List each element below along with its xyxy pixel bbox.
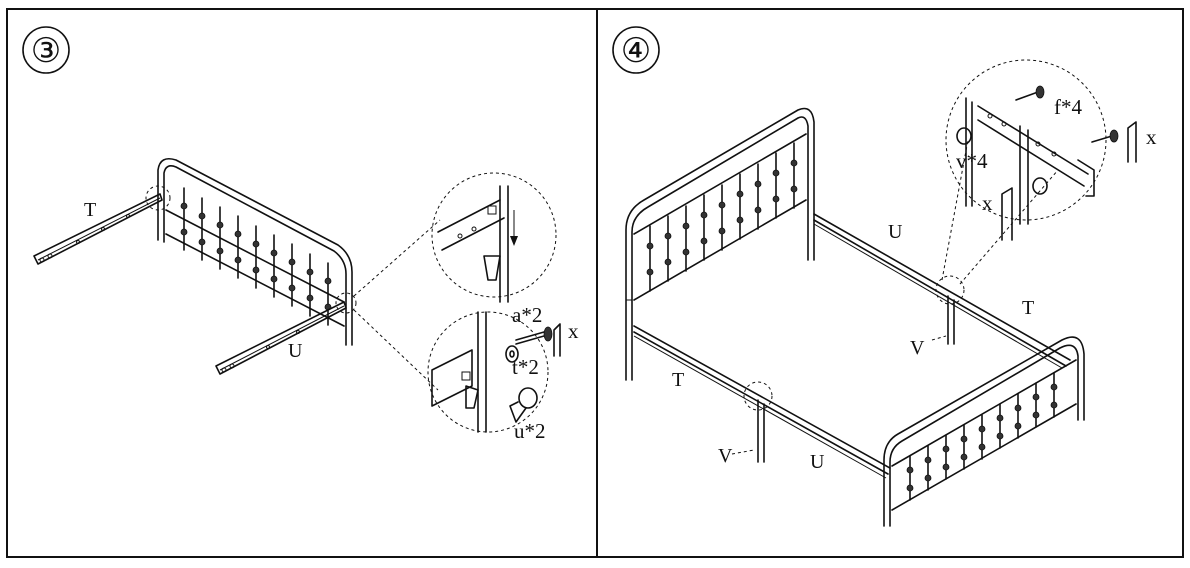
footboard <box>883 336 1085 527</box>
part-label-t: t*2 <box>512 355 539 379</box>
step-4-number-circle <box>612 26 660 74</box>
leg-v-left-label: V <box>718 445 733 467</box>
part-label-x: x <box>568 319 579 343</box>
step-3-number: ③ <box>31 31 61 71</box>
leg-cap-icon <box>956 127 1048 195</box>
rail-t-right-label: T <box>1022 297 1034 319</box>
rail-t-joint-callout <box>145 185 171 211</box>
leader-line-upper <box>353 219 441 297</box>
footboard-spindles <box>906 372 1058 501</box>
rail-u-back-label: U <box>888 221 903 243</box>
joint-callout-left <box>743 381 773 411</box>
step-4-illustration: ④ <box>612 26 1157 527</box>
arrow-down-icon <box>510 236 518 246</box>
part-label-x-inner: x <box>982 191 993 215</box>
step-4-panel: ④ <box>596 8 1184 558</box>
headboard <box>625 107 815 381</box>
hex-key-icon-outer <box>1127 121 1137 163</box>
step-3-illustration: ③ <box>22 26 579 443</box>
rail-u-label: U <box>288 340 303 362</box>
leg-v-left-leader <box>731 449 755 455</box>
rail-u <box>215 301 347 375</box>
joint-callout-right <box>935 275 965 305</box>
rail-t <box>33 193 163 265</box>
hex-key-icon <box>1001 187 1013 241</box>
leader-line-lower <box>353 309 439 391</box>
headboard-spindles <box>646 142 798 292</box>
detail-callout <box>945 59 1119 241</box>
part-label-f: f*4 <box>1054 95 1082 119</box>
bolt-icon <box>515 326 553 345</box>
step-3-panel: ③ <box>6 8 598 558</box>
bolt-icon <box>1015 85 1119 143</box>
support-leg-right <box>947 295 955 345</box>
part-label-u: u*2 <box>514 419 546 443</box>
detail-leader-right <box>959 169 1059 285</box>
headboard <box>157 157 353 346</box>
rail-t-left-label: T <box>672 369 684 391</box>
hex-key-icon <box>553 323 561 357</box>
rail-u-joint-callout <box>335 292 357 314</box>
part-label-v: v*4 <box>956 149 988 173</box>
detail-lower <box>427 311 553 433</box>
step-4-number: ④ <box>621 31 651 71</box>
rail-t-label: T <box>84 199 96 221</box>
support-leg-left <box>757 399 765 463</box>
leg-v-right-leader <box>931 335 947 341</box>
step-3-number-circle <box>22 26 70 74</box>
leg-v-right-label: V <box>910 337 925 359</box>
rail-u-front-label: U <box>810 451 825 473</box>
part-label-a: a*2 <box>512 303 542 327</box>
rail-u-back <box>813 213 1071 369</box>
part-label-x-outer: x <box>1146 125 1157 149</box>
rail-t-left <box>633 325 891 479</box>
barrel-nut-icon <box>509 387 538 423</box>
headboard-spindles <box>180 187 332 326</box>
detail-upper <box>431 172 557 303</box>
washer-icon <box>505 345 519 363</box>
